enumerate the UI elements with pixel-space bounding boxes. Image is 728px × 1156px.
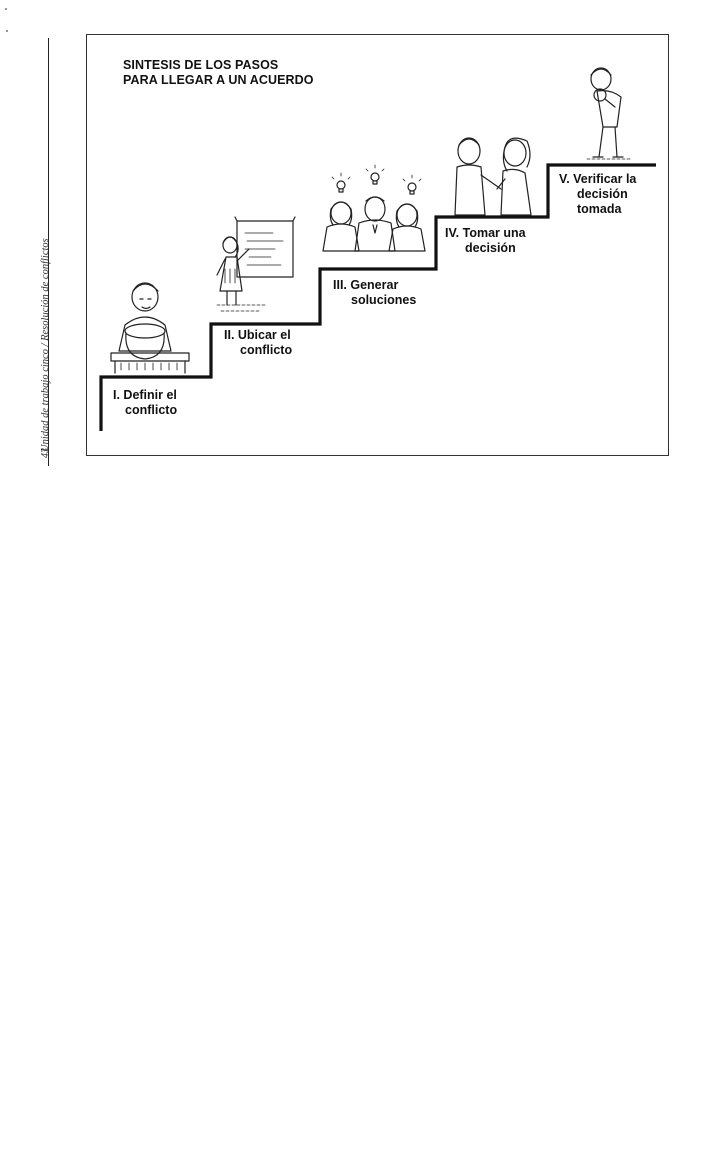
step-1-line2: conflicto [125,403,178,417]
step-3-label: III. Generar soluciones [333,278,416,308]
three-people-with-ideas-illustration [322,164,426,252]
staircase-line [99,163,656,431]
step-5-line1: V. Verificar la [559,172,637,186]
step-1-line1: I. Definir el [113,388,177,402]
step-4-line1: IV. Tomar una [445,226,526,240]
side-caption: Unidad de trabajo cinco / Resolución de … [40,238,51,452]
step-4-line2: decisión [465,241,516,255]
page-number: 43 [40,448,51,458]
step-4-label: IV. Tomar una decisión [445,226,526,256]
staircase [99,163,656,431]
person-with-bag-illustration [110,282,190,374]
speck [6,30,8,32]
step-3-line1: III. Generar [333,278,399,292]
diagram-title: SINTESIS DE LOS PASOS PARA LLEGAR A UN A… [123,58,314,88]
step-2-label: II. Ubicar el conflicto [224,328,292,358]
step-2-line1: II. Ubicar el [224,328,291,342]
illustrations [110,67,632,374]
person-with-magnifier-illustration [586,67,632,160]
margin-rule [48,38,49,466]
step-2-line2: conflicto [240,343,293,357]
diagram-frame: SINTESIS DE LOS PASOS PARA LLEGAR A UN A… [86,34,669,456]
handshake-illustration [454,137,532,216]
title-line-2: PARA LLEGAR A UN ACUERDO [123,73,314,87]
step-3-line2: soluciones [351,293,417,307]
speck [5,8,7,10]
step-5-line2: decisión [577,187,628,201]
title-line-1: SINTESIS DE LOS PASOS [123,58,279,72]
step-5-label: V. Verificar la decisión tomada [559,172,636,217]
person-at-board-illustration [216,216,296,312]
step-5-line3: tomada [577,202,622,216]
step-1-label: I. Definir el conflicto [113,388,177,418]
